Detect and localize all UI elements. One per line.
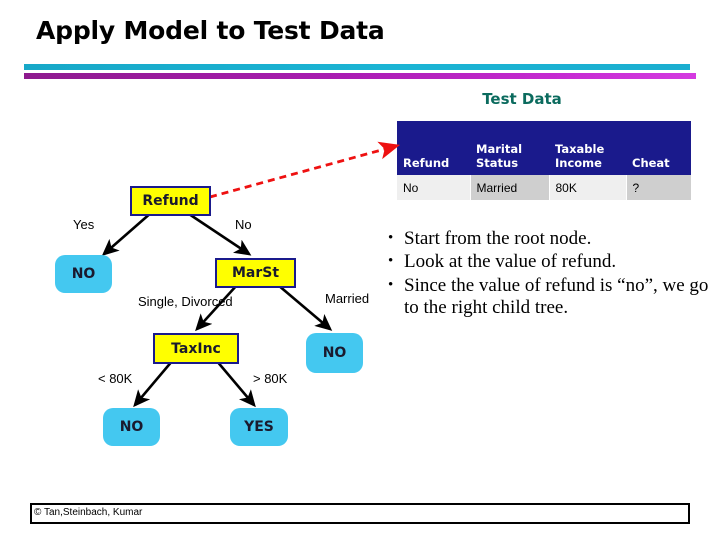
list-item: • Since the value of refund is “no”, we … (388, 275, 718, 320)
edge-label-taxinc-lt-80k: < 80K (98, 371, 133, 386)
column-header-refund: Refund (397, 121, 470, 175)
tree-node-refund[interactable]: Refund (130, 186, 211, 216)
column-header-marital-line1: Marital (476, 142, 523, 156)
list-item: • Look at the value of refund. (388, 251, 718, 273)
column-header-marital-line2: Status (476, 156, 519, 170)
column-header-cheat-line1: Cheat (632, 156, 670, 170)
test-data-table: Refund Marital Status Taxable Income Che… (397, 121, 691, 200)
tree-node-yes-gt80k[interactable]: YES (230, 408, 288, 446)
cell-refund: No (397, 175, 471, 200)
tree-node-refund-label: Refund (142, 193, 199, 209)
list-item: • Start from the root node. (388, 228, 718, 250)
bullet-marker-icon: • (388, 230, 394, 246)
explanation-bullet-list: • Start from the root node. • Look at th… (388, 228, 718, 321)
tree-node-no-married[interactable]: NO (306, 333, 363, 373)
column-header-income-line1: Taxable (555, 142, 605, 156)
edge-label-marst-single-divorced: Single, Divorced (138, 294, 233, 309)
page-title: Apply Model to Test Data (36, 16, 385, 45)
edge-label-taxinc-gt-80k: > 80K (253, 371, 288, 386)
tree-node-no-lt80k[interactable]: NO (103, 408, 160, 446)
tree-node-no-married-label: NO (322, 345, 347, 361)
edge-label-refund-no: No (235, 217, 252, 232)
divider-bar-purple (24, 73, 696, 79)
table-row: No Married 80K ? (397, 175, 691, 200)
bullet-marker-icon: • (388, 253, 394, 270)
column-header-cheat: Cheat (626, 121, 691, 175)
tree-node-yes-gt80k-label: YES (244, 419, 274, 435)
tree-node-no-lt80k-label: NO (119, 419, 144, 435)
tree-node-no-refund-yes[interactable]: NO (55, 255, 112, 293)
tree-node-no-refund-yes-label: NO (71, 266, 96, 282)
bullet-text-2: Look at the value of refund. (404, 251, 617, 273)
tree-node-marst-label: MarSt (231, 265, 280, 281)
cell-taxable-income: 80K (549, 175, 627, 200)
edge-label-marst-married: Married (325, 291, 370, 306)
table-header-row: Refund Marital Status Taxable Income Che… (397, 121, 691, 175)
column-header-refund-line1: Refund (403, 156, 450, 170)
tree-node-taxinc[interactable]: TaxInc (153, 333, 239, 364)
footer-box (30, 503, 690, 524)
tree-node-marst[interactable]: MarSt (215, 258, 296, 288)
column-header-income-line2: Income (555, 156, 602, 170)
column-header-taxable-income: Taxable Income (549, 121, 626, 175)
column-header-marital-status: Marital Status (470, 121, 549, 175)
bullet-text-3: Since the value of refund is “no”, we go… (404, 274, 709, 319)
test-data-pointer-arrow (209, 141, 401, 199)
tree-node-taxinc-label: TaxInc (171, 340, 221, 357)
bullet-marker-icon: • (388, 276, 394, 293)
edge-marst-married (277, 284, 333, 331)
edge-taxinc-lt80k (133, 359, 174, 408)
edge-label-refund-yes: Yes (73, 217, 95, 232)
edge-refund-yes (101, 211, 153, 256)
test-data-caption: Test Data (482, 90, 562, 108)
cell-marital-status: Married (470, 175, 550, 200)
bullet-text-1: Start from the root node. (404, 228, 592, 249)
edge-taxinc-gt80k (215, 359, 256, 408)
footer-copyright: © Tan,Steinbach, Kumar (34, 507, 143, 518)
cell-cheat: ? (626, 175, 691, 200)
divider-bar-cyan (24, 64, 690, 70)
